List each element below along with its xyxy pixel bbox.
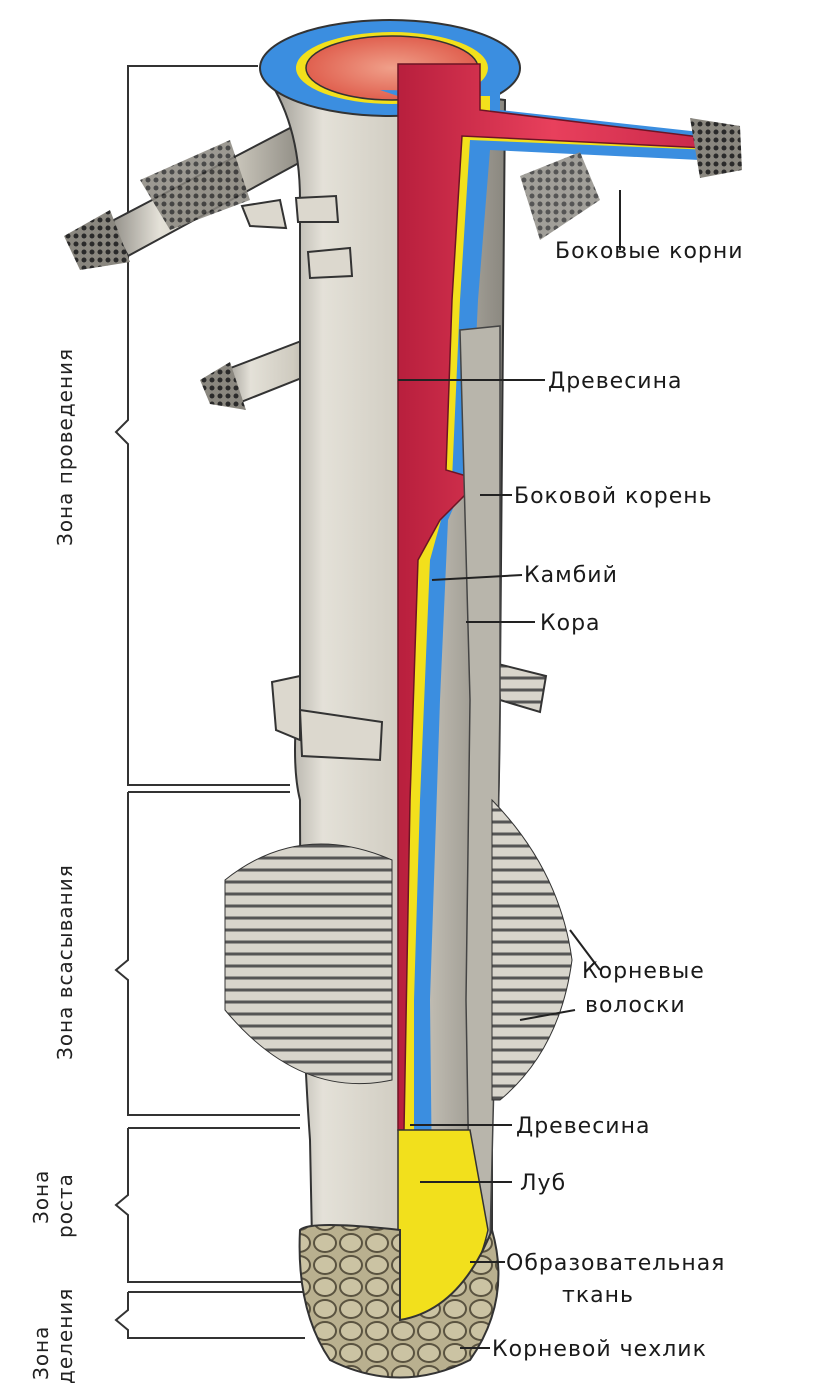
label-root-cap: Корневой чехлик xyxy=(492,1337,707,1362)
root-hairs-left xyxy=(225,844,392,1084)
label-wood-bottom: Древесина xyxy=(516,1114,650,1139)
label-wood-top: Древесина xyxy=(548,369,682,394)
zone-growth-label-1: Зона xyxy=(29,1170,53,1224)
bracket-growth xyxy=(116,1128,305,1282)
label-lateral-roots: Боковые корни xyxy=(555,239,744,264)
label-lateral-root: Боковой корень xyxy=(514,484,713,509)
lateral-root-upper-left xyxy=(64,128,308,270)
label-root-hairs-2: волоски xyxy=(585,993,686,1018)
label-cortex: Кора xyxy=(540,611,601,636)
zone-division-label-1: Зона xyxy=(29,1326,53,1380)
root-hairs-right xyxy=(492,800,572,1100)
zone-division-label-2: деления xyxy=(53,1288,77,1384)
zone-growth-label-2: роста xyxy=(53,1173,77,1238)
zone-absorption-label: Зона всасывания xyxy=(53,864,77,1060)
label-root-hairs-1: Корневые xyxy=(582,959,705,984)
label-meristem-2: ткань xyxy=(562,1283,634,1308)
label-phloem: Луб xyxy=(520,1171,566,1196)
zone-conduction-label: Зона проведения xyxy=(53,348,77,546)
label-cambium: Камбий xyxy=(524,563,618,588)
label-meristem-1: Образовательная xyxy=(506,1251,725,1276)
bracket-division xyxy=(116,1292,305,1338)
